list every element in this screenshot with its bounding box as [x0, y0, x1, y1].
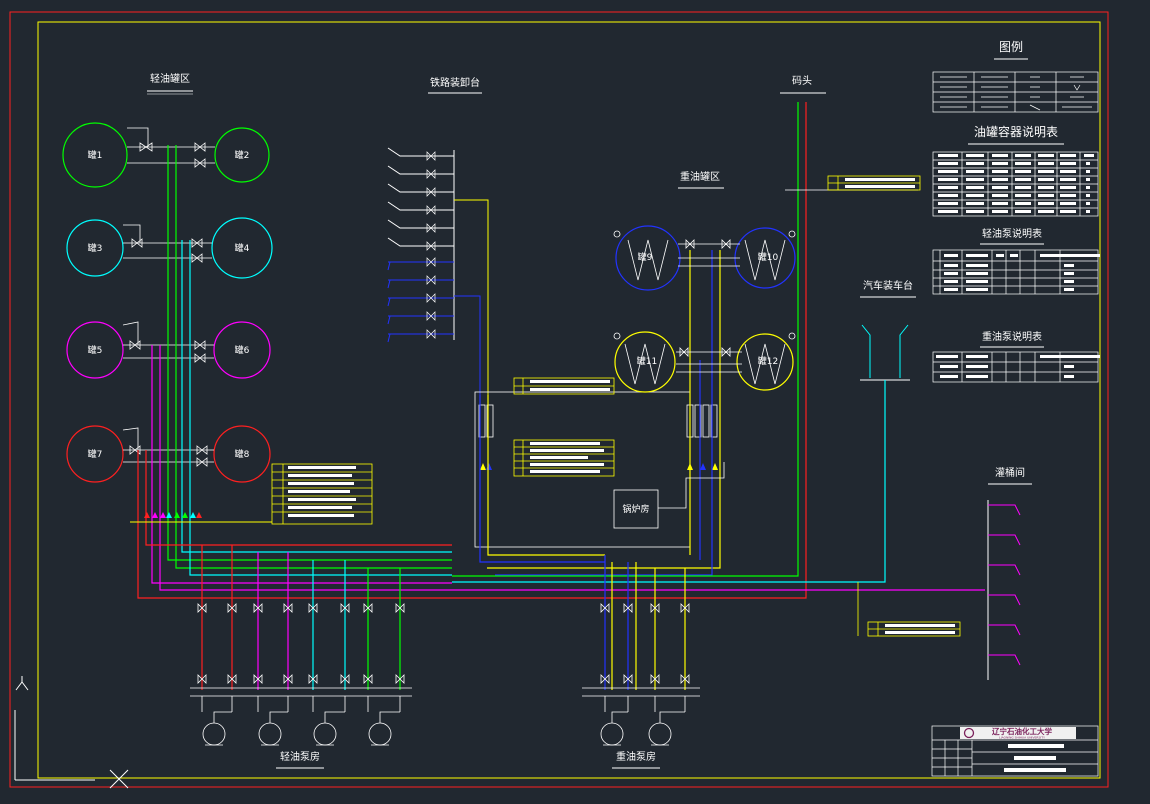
drum-room-label: 灌桶间: [995, 466, 1025, 479]
wharf-label: 码头: [792, 75, 812, 87]
truck-loading-arms: [452, 324, 910, 583]
light-pump-room-label: 轻油泵房: [280, 750, 320, 763]
tank-10: 罐10: [734, 227, 796, 289]
svg-text:罐1: 罐1: [88, 149, 103, 161]
heavy-pumps: [600, 711, 685, 746]
light-tank-area-label: 轻油罐区: [150, 72, 190, 85]
light-pump-valves: [197, 603, 405, 684]
heavy-pump-table: [932, 351, 1099, 383]
svg-text:罐8: 罐8: [235, 448, 250, 460]
heavy-pump-table-title: 重油泵说明表: [982, 330, 1042, 343]
svg-text:罐3: 罐3: [88, 242, 103, 254]
svg-text:罐7: 罐7: [88, 448, 103, 460]
university-name-en: LIAONING SHIHUA UNIVERSITY: [999, 736, 1045, 740]
outer-frame: [9, 11, 1109, 788]
tank-11: 罐11: [614, 331, 676, 393]
tank-9: 罐9: [615, 225, 681, 291]
light-pumps: [202, 711, 400, 746]
tank-2: 罐2: [214, 127, 270, 183]
tank-8: 罐8: [213, 425, 271, 483]
svg-text:罐5: 罐5: [88, 344, 103, 356]
light-pump-table-title: 轻油泵说明表: [982, 227, 1042, 240]
svg-text:罐4: 罐4: [235, 242, 250, 254]
tank-5: 罐5: [66, 321, 124, 379]
tank-1: 罐1: [62, 122, 128, 188]
tank-table: [932, 151, 1099, 217]
truck-loading-label: 汽车装车台: [863, 279, 913, 292]
inner-frame: [37, 21, 1101, 779]
wharf-pipes: [452, 102, 807, 599]
tank-6: 罐6: [213, 321, 271, 379]
heavy-pump-room-label: 重油泵房: [616, 750, 656, 763]
central-table-1: [513, 377, 615, 395]
legend-table: [932, 71, 1099, 113]
light-tank-manifolds: [137, 145, 452, 599]
filters: [478, 404, 718, 438]
wharf-table: [827, 175, 921, 191]
university-name: 辽宁石油化工大学: [992, 726, 1052, 736]
university-logo: [963, 727, 975, 739]
tank-12: 罐12: [736, 333, 794, 391]
heavy-pump-headers: [582, 687, 700, 712]
svg-text:罐2: 罐2: [235, 149, 250, 161]
drum-room-lines: [452, 500, 1021, 680]
svg-text:罐12: 罐12: [758, 355, 778, 367]
tank-4: 罐4: [211, 217, 273, 279]
tank-7: 罐7: [66, 425, 124, 483]
central-table-2: [513, 439, 615, 477]
rail-valves: [426, 151, 436, 339]
rail-loading-label: 铁路装卸台: [430, 76, 480, 89]
rail-loading-arms: [387, 147, 489, 395]
boiler-room: 锅炉房: [613, 462, 725, 529]
legend-title: 图例: [999, 40, 1023, 54]
svg-text:罐11: 罐11: [637, 355, 657, 367]
tank-table-title: 油罐容器说明表: [974, 124, 1058, 139]
light-pump-risers: [201, 545, 401, 690]
university-banner: [960, 727, 1076, 739]
title-block: [931, 725, 1099, 777]
light-tank-valves: [122, 127, 215, 463]
svg-text:罐6: 罐6: [235, 344, 250, 356]
central-pipes: [479, 250, 721, 576]
light-pump-table: [932, 249, 1099, 295]
heavy-tank-valves: [613, 230, 796, 373]
heavy-pump-risers: [604, 555, 686, 690]
manifold-arrows: [144, 512, 202, 518]
svg-text:罐9: 罐9: [638, 251, 653, 263]
heavy-tank-area-label: 重油罐区: [680, 170, 720, 183]
tank-3: 罐3: [66, 219, 124, 277]
svg-text:锅炉房: 锅炉房: [622, 503, 649, 515]
drum-room-table: [857, 582, 961, 637]
svg-text:罐10: 罐10: [758, 251, 779, 263]
heavy-pump-valves: [600, 603, 690, 684]
light-pipe-table: [271, 463, 373, 525]
valve-symbols-light: [129, 142, 208, 467]
ucs-icon: [14, 676, 129, 789]
light-pump-headers: [190, 687, 412, 712]
